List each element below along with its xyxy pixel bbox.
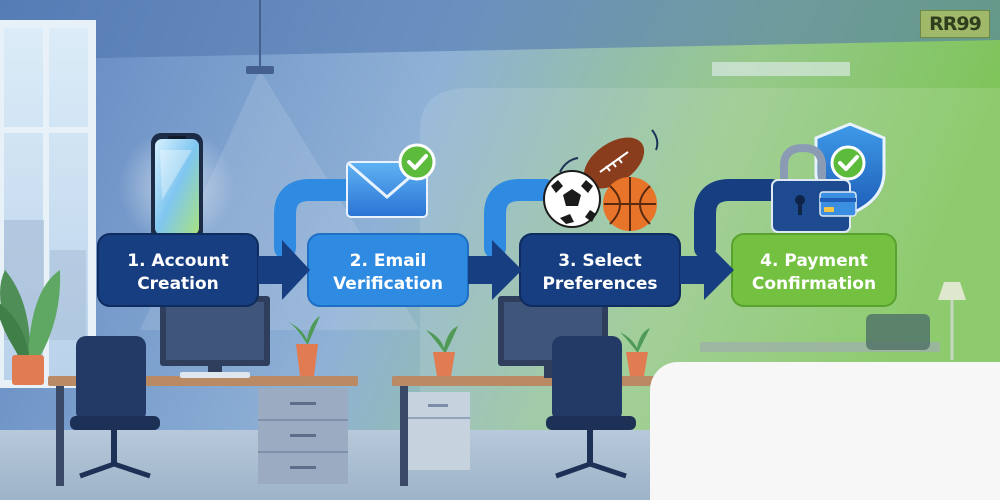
step-2-line-1: 2. Email — [350, 251, 427, 271]
ceiling — [0, 0, 1000, 60]
ceiling-lamp — [246, 66, 274, 74]
connectors — [274, 179, 783, 259]
step-email-verification: 2. Email Verification — [307, 233, 469, 307]
step-select-preferences: 3. Select Preferences — [519, 233, 681, 307]
office-chair-left — [70, 336, 160, 479]
step-1-line-1: 1. Account — [127, 251, 229, 271]
rr99-logo: RR99 — [920, 10, 990, 38]
ceiling-vent — [712, 62, 850, 76]
padlock-shield-card-icon — [771, 122, 886, 233]
office-chair-right — [546, 336, 636, 479]
potted-plant-left — [0, 270, 61, 385]
background-furniture-right — [700, 282, 966, 360]
arrow-2-to-3 — [468, 240, 522, 300]
step-2-line-2: Verification — [333, 274, 443, 294]
flow-arrows — [258, 240, 734, 300]
smartphone-icon — [151, 133, 203, 241]
arrow-3-to-4 — [680, 240, 734, 300]
step-4-line-1: 4. Payment — [760, 251, 868, 271]
step-4-line-2: Confirmation — [752, 274, 876, 294]
desk-left — [48, 296, 358, 486]
logo-text: RR99 — [929, 12, 982, 35]
arrow-1-to-2 — [258, 240, 310, 300]
step-3-line-1: 3. Select — [558, 251, 642, 271]
sports-balls-icon — [543, 129, 659, 231]
envelope-check-icon — [346, 143, 436, 218]
step-payment-confirmation: 4. Payment Confirmation — [731, 233, 897, 307]
step-3-line-2: Preferences — [542, 274, 657, 294]
step-account-creation: 1. Account Creation — [97, 233, 259, 307]
corner-panel — [650, 362, 1000, 500]
step-1-line-2: Creation — [137, 274, 219, 294]
